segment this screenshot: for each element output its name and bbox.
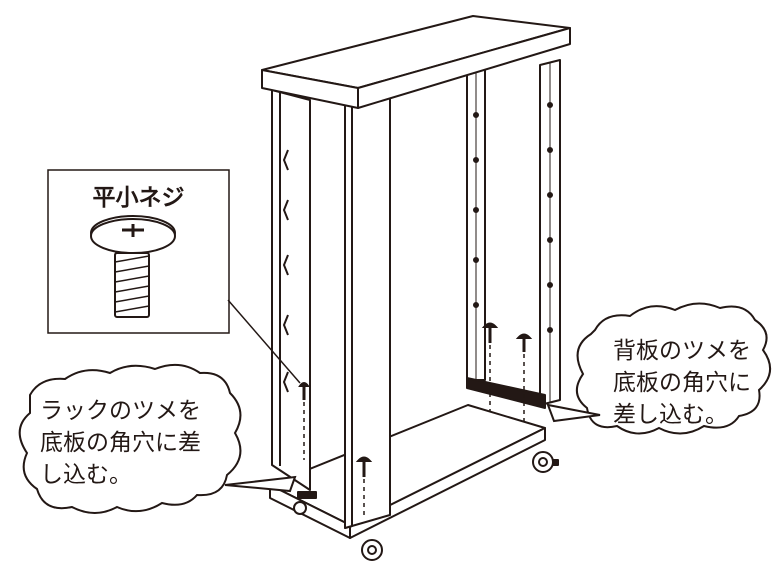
screw-rack-lower [355,456,373,518]
caster-left [293,501,307,515]
rack-note-line-1: ラックのツメを [40,398,201,424]
back-rail-right [539,59,561,406]
caster-right [532,451,554,473]
back-note-line-1: 背板のツメを [613,338,751,364]
top-board [261,15,571,109]
bubble-back [546,302,771,435]
front-leg [344,87,391,529]
back-note-line-3: 差し込む。 [613,402,728,428]
caster-front [361,539,383,561]
pan-head-screw-icon [90,215,176,318]
screw-rack-upper [298,382,310,460]
rack-note-line-3: し込む。 [40,462,132,488]
screw-callout-title: 平小ネジ [92,185,185,211]
rack-note-line-2: 底板の角穴に差 [40,430,201,456]
back-panel-edge [466,377,546,409]
screw-callout [47,169,301,384]
screws [298,322,533,518]
screw-back-left [481,322,499,412]
base-board [269,404,559,539]
bubble-rack [18,363,297,514]
back-rail-left [466,69,486,381]
back-note-line-2: 底板の角穴に [613,370,751,396]
front-side-panel [271,89,311,491]
screw-back-right [515,333,533,425]
